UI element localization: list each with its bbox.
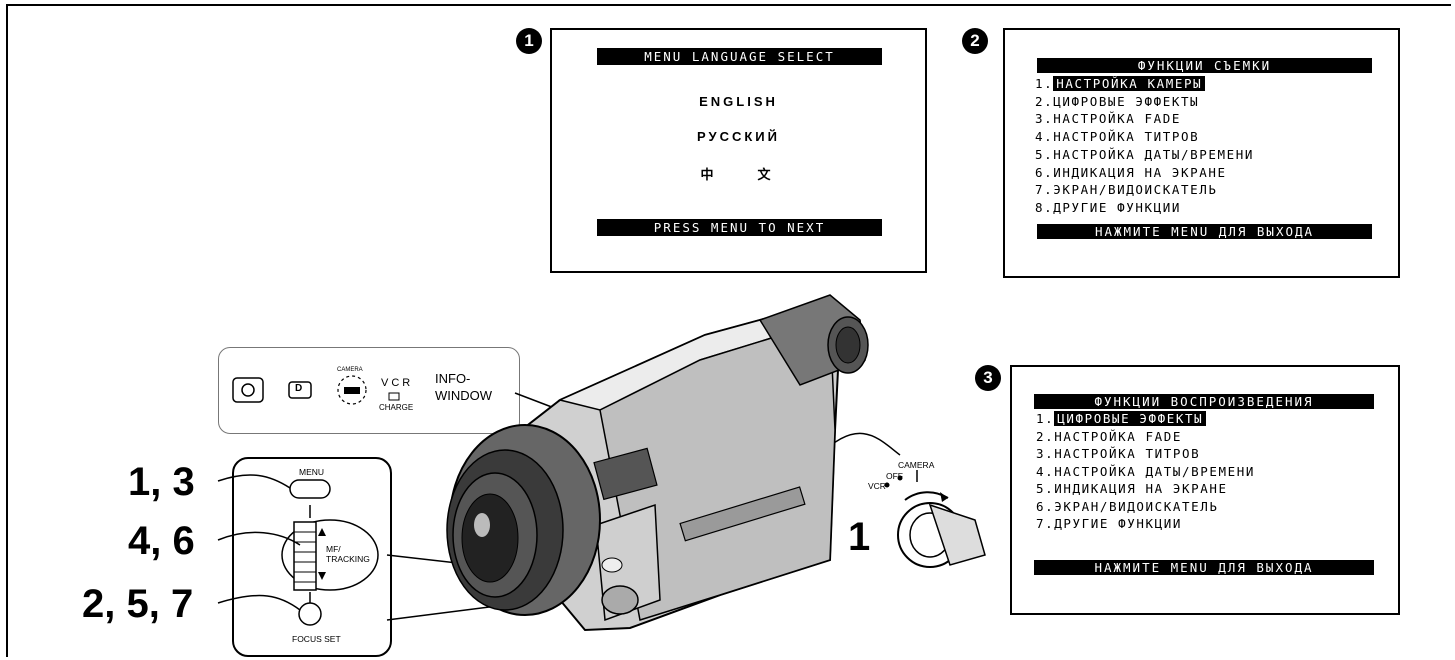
menu-item-number: 3. bbox=[1036, 446, 1055, 461]
menu-item: 4.НАСТРОЙКА ТИТРОВ bbox=[1035, 129, 1199, 144]
menu-item-number: 1. bbox=[1036, 411, 1055, 426]
menu-button bbox=[289, 479, 331, 499]
info-window-label: INFO- WINDOW bbox=[435, 371, 493, 403]
camera-lamp-center bbox=[344, 387, 360, 394]
control-buttons-closeup: MENU MF/ TRACKING FOCUS SET bbox=[232, 457, 392, 657]
menu-item-label: ЦИФРОВЫЕ ЭФФЕКТЫ bbox=[1053, 93, 1200, 109]
vcr-label: VCR bbox=[381, 377, 414, 389]
screen-header: MENU LANGUAGE SELECT bbox=[597, 48, 882, 65]
menu-item-label: НАСТРОЙКА FADE bbox=[1054, 428, 1183, 444]
d-icon-label: D bbox=[295, 383, 303, 394]
menu-item-number: 2. bbox=[1036, 428, 1055, 444]
page-frame bbox=[6, 4, 1451, 657]
language-option-russian: РУССКИЙ bbox=[697, 129, 780, 144]
menu-item: 3.НАСТРОЙКА FADE bbox=[1035, 111, 1181, 126]
menu-item-number: 4. bbox=[1035, 129, 1054, 145]
menu-item-label: ИНДИКАЦИЯ НА ЭКРАНЕ bbox=[1053, 164, 1227, 180]
charge-label: CHARGE bbox=[379, 403, 414, 412]
menu-item-number: 5. bbox=[1035, 146, 1054, 162]
step-badge-2: 2 bbox=[962, 28, 988, 54]
mf-tracking-label: MF/ TRACKING bbox=[326, 544, 370, 564]
language-option-chinese: 中 文 bbox=[700, 167, 777, 182]
dial-label-camera: CAMERA bbox=[898, 460, 935, 470]
menu-item: 2.НАСТРОЙКА FADE bbox=[1036, 429, 1182, 444]
dial-label-vcr: VCR bbox=[868, 481, 886, 491]
step-badge-3: 3 bbox=[975, 365, 1001, 391]
menu-item-label: НАСТРОЙКА КАМЕРЫ bbox=[1053, 76, 1206, 91]
recording-functions-screen: ФУНКЦИИ СЪЕМКИ 1.НАСТРОЙКА КАМЕРЫ 2.ЦИФРО… bbox=[1003, 28, 1400, 278]
card-icon bbox=[232, 377, 264, 403]
menu-item-number: 6. bbox=[1035, 164, 1054, 180]
menu-item: 5.ИНДИКАЦИЯ НА ЭКРАНЕ bbox=[1036, 481, 1228, 496]
card-icon-lens bbox=[241, 383, 255, 397]
menu-button-label: MENU bbox=[299, 467, 325, 477]
menu-item-number: 1. bbox=[1035, 76, 1054, 91]
menu-item: 5.НАСТРОЙКА ДАТЫ/ВРЕМЕНИ bbox=[1035, 147, 1254, 162]
menu-item-number: 6. bbox=[1036, 498, 1055, 514]
camera-label: CAMERA bbox=[337, 367, 363, 373]
callout-mf-tracking: 4, 6 bbox=[128, 519, 195, 563]
focus-set-button bbox=[298, 602, 322, 626]
menu-item: 8.ДРУГИЕ ФУНКЦИИ bbox=[1035, 200, 1181, 215]
menu-item: 4.НАСТРОЙКА ДАТЫ/ВРЕМЕНИ bbox=[1036, 464, 1255, 479]
menu-item-label: ДРУГИЕ ФУНКЦИИ bbox=[1053, 199, 1182, 215]
callout-menu: 1, 3 bbox=[128, 460, 195, 504]
screen-footer: НАЖМИТЕ MENU ДЛЯ ВЫХОДА bbox=[1037, 224, 1372, 239]
menu-item-label: НАСТРОЙКА ДАТЫ/ВРЕМЕНИ bbox=[1054, 463, 1256, 479]
dial-label-off: OFF bbox=[886, 471, 903, 481]
screen-header: ФУНКЦИИ ВОСПРОИЗВЕДЕНИЯ bbox=[1034, 394, 1374, 409]
menu-item: 2.ЦИФРОВЫЕ ЭФФЕКТЫ bbox=[1035, 94, 1199, 109]
language-select-screen: MENU LANGUAGE SELECT ENGLISH РУССКИЙ 中 文… bbox=[550, 28, 927, 273]
menu-item-label: НАСТРОЙКА FADE bbox=[1053, 111, 1182, 127]
menu-item-number: 4. bbox=[1036, 463, 1055, 479]
menu-item-label: ЭКРАН/ВИДОИСКАТЕЛЬ bbox=[1053, 182, 1218, 198]
screen-footer: PRESS MENU TO NEXT bbox=[597, 219, 882, 236]
menu-item: 6.ЭКРАН/ВИДОИСКАТЕЛЬ bbox=[1036, 499, 1219, 514]
d-icon-frame bbox=[288, 381, 312, 399]
menu-item-number: 3. bbox=[1035, 111, 1054, 127]
callout-dial: 1 bbox=[848, 515, 871, 559]
menu-item-label: ЦИФРОВЫЕ ЭФФЕКТЫ bbox=[1054, 411, 1207, 426]
camera-lamp-icon bbox=[337, 375, 367, 405]
menu-item-number: 2. bbox=[1035, 93, 1054, 109]
step-badge-1: 1 bbox=[516, 28, 542, 54]
viewfinder bbox=[758, 294, 869, 386]
menu-item-label: НАСТРОЙКА ТИТРОВ bbox=[1054, 446, 1201, 461]
charge-lamp-icon bbox=[388, 392, 400, 401]
control-box-graphics bbox=[281, 479, 379, 626]
callout-focus-set: 2, 5, 7 bbox=[82, 582, 194, 626]
language-option-english: ENGLISH bbox=[699, 94, 778, 109]
menu-item: 1.НАСТРОЙКА КАМЕРЫ bbox=[1035, 76, 1206, 91]
menu-item: 6.ИНДИКАЦИЯ НА ЭКРАНЕ bbox=[1035, 165, 1227, 180]
menu-item-number: 5. bbox=[1036, 481, 1055, 496]
menu-item: 7.ДРУГИЕ ФУНКЦИИ bbox=[1036, 516, 1182, 531]
menu-item-number: 8. bbox=[1035, 199, 1054, 215]
info-window-icons bbox=[232, 375, 400, 405]
mode-dial-icon bbox=[884, 470, 986, 568]
menu-item: 7.ЭКРАН/ВИДОИСКАТЕЛЬ bbox=[1035, 182, 1218, 197]
info-window-panel: D VCR CHARGE CAMERA INFO- WINDOW bbox=[218, 347, 520, 434]
info-window-display bbox=[593, 447, 658, 501]
menu-item-label: ДРУГИЕ ФУНКЦИИ bbox=[1054, 516, 1183, 531]
camcorder-lens bbox=[446, 424, 601, 616]
screen-header: ФУНКЦИИ СЪЕМКИ bbox=[1037, 58, 1372, 73]
menu-item: 1.ЦИФРОВЫЕ ЭФФЕКТЫ bbox=[1036, 411, 1207, 426]
menu-item-number: 7. bbox=[1035, 182, 1054, 198]
playback-functions-screen: ФУНКЦИИ ВОСПРОИЗВЕДЕНИЯ 1.ЦИФРОВЫЕ ЭФФЕК… bbox=[1010, 365, 1400, 615]
menu-item-label: ЭКРАН/ВИДОИСКАТЕЛЬ bbox=[1054, 498, 1219, 514]
focus-set-label: FOCUS SET bbox=[292, 634, 341, 644]
menu-item-label: ИНДИКАЦИЯ НА ЭКРАНЕ bbox=[1054, 481, 1228, 496]
menu-item-number: 7. bbox=[1036, 516, 1055, 531]
menu-item-label: НАСТРОЙКА ТИТРОВ bbox=[1053, 129, 1200, 145]
menu-item-label: НАСТРОЙКА ДАТЫ/ВРЕМЕНИ bbox=[1053, 146, 1255, 162]
screen-footer: НАЖМИТЕ MENU ДЛЯ ВЫХОДА bbox=[1034, 560, 1374, 575]
menu-item: 3.НАСТРОЙКА ТИТРОВ bbox=[1036, 446, 1200, 461]
